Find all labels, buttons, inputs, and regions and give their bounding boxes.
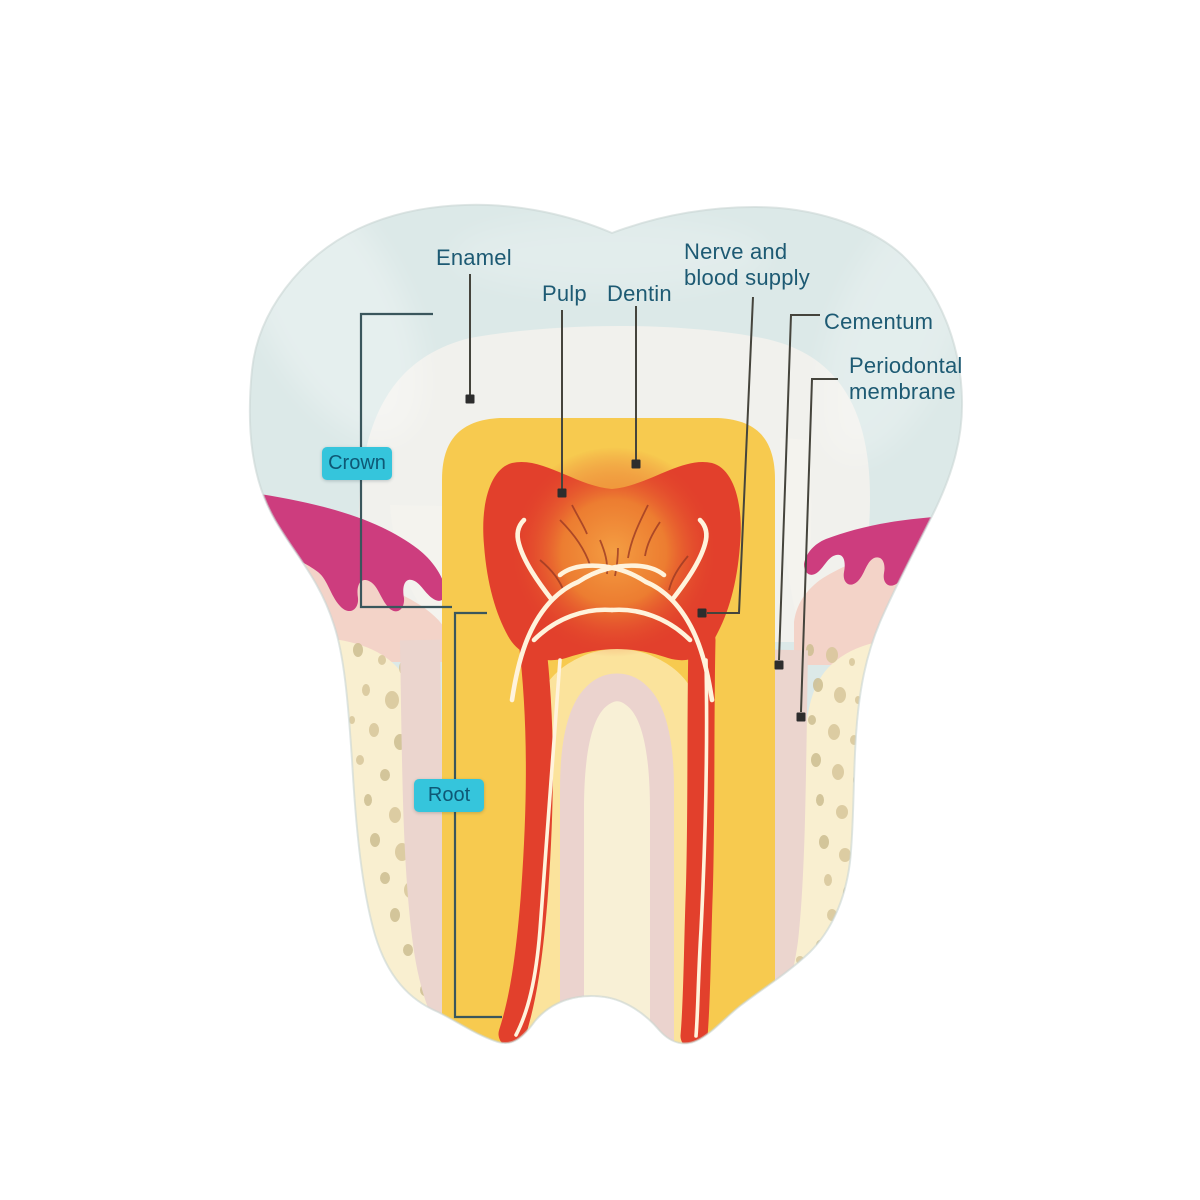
leader-lines bbox=[469, 274, 838, 713]
periodontal-label-line1: Periodontal bbox=[849, 353, 963, 378]
periodontal-label-line2: membrane bbox=[849, 379, 956, 404]
nerve-fibers bbox=[509, 517, 715, 1038]
pulp-label: Pulp bbox=[542, 281, 587, 306]
dentin-endpoint-dot bbox=[631, 459, 641, 469]
cementum-endpoint-dot bbox=[774, 660, 784, 670]
root-canal-left bbox=[498, 626, 553, 1044]
pulp-endpoint-dot bbox=[557, 488, 567, 498]
nerve-blood-label: Nerve and blood supply bbox=[684, 239, 810, 291]
endpoint-dots bbox=[465, 394, 806, 722]
gum-left bbox=[260, 494, 446, 612]
pulp-glow bbox=[509, 447, 719, 657]
pulp-layer bbox=[483, 447, 741, 1044]
cementum-label: Cementum bbox=[824, 309, 934, 334]
periodontal-leader-line bbox=[800, 378, 838, 713]
root-bracket bbox=[453, 611, 502, 1019]
tooth-body bbox=[249, 204, 963, 1044]
gum-right bbox=[804, 516, 952, 586]
enamel-label: Enamel bbox=[436, 245, 512, 270]
root-badge: Root bbox=[414, 779, 484, 812]
root-band-cream bbox=[584, 701, 650, 1044]
nerve-blood-leader-line bbox=[707, 296, 754, 614]
nerve-blood-label-line1: Nerve and bbox=[684, 239, 788, 264]
tooth-outline bbox=[248, 203, 964, 1045]
crown-badge: Crown bbox=[322, 447, 392, 480]
dentin-label: Dentin bbox=[607, 281, 672, 306]
root-inner-bands bbox=[528, 649, 707, 1044]
periodontal-endpoint-dot bbox=[796, 712, 806, 722]
enamel-endpoint-dot bbox=[465, 394, 475, 404]
nerve-blood-label-line2: blood supply bbox=[684, 265, 810, 290]
periodontal-label: Periodontal membrane bbox=[849, 353, 963, 405]
cementum-leader-line bbox=[778, 314, 820, 661]
nerve-blood-endpoint-dot bbox=[697, 608, 707, 618]
